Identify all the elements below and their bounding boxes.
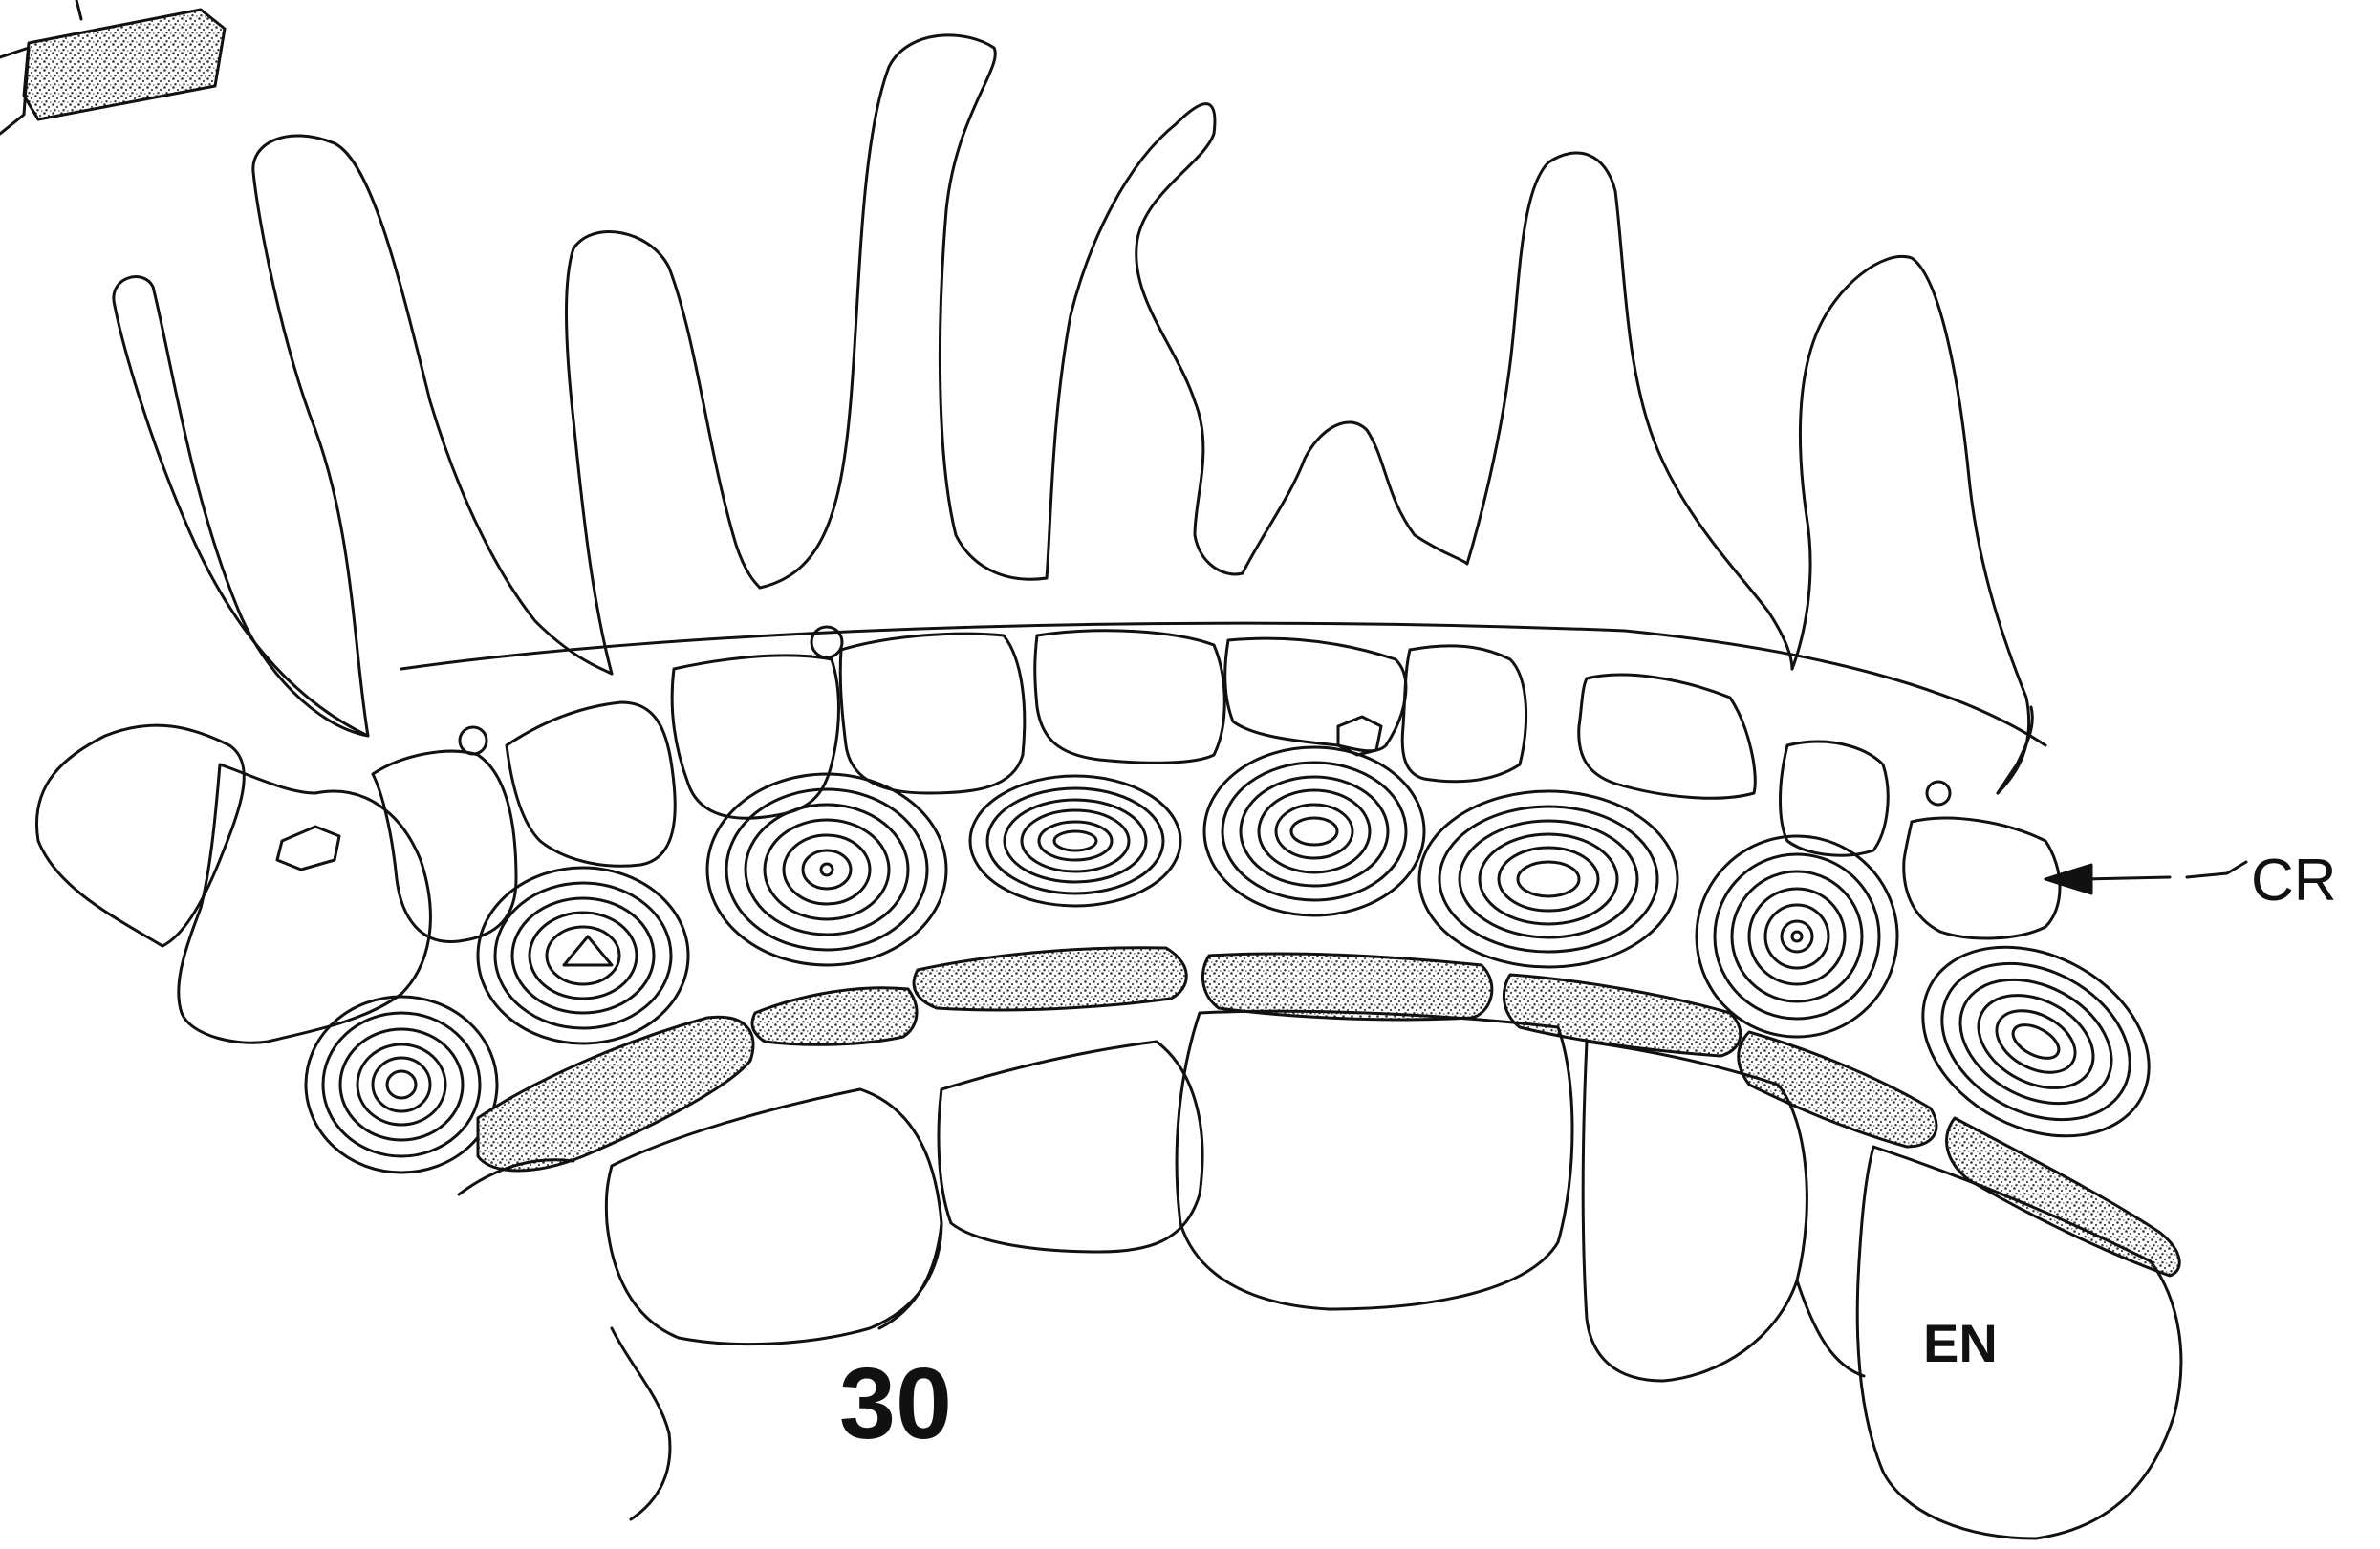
ring-cell xyxy=(970,776,1180,906)
ring-cell xyxy=(306,997,497,1173)
ring-cell xyxy=(1204,747,1424,915)
crystal xyxy=(277,827,339,870)
cell xyxy=(1781,742,1889,855)
papilla xyxy=(1792,256,2029,793)
cell xyxy=(1177,1011,1572,1309)
label-cr: CR xyxy=(2251,848,2337,914)
cell xyxy=(1402,646,1525,782)
label-en: EN xyxy=(1923,1313,1998,1373)
stippled-cell xyxy=(752,988,917,1045)
crystal xyxy=(460,727,487,754)
cell xyxy=(1035,631,1225,763)
papilla xyxy=(1467,153,1792,669)
crystal xyxy=(1927,782,1950,805)
small-crystals xyxy=(277,627,1950,870)
cell xyxy=(373,751,516,941)
stippled-cell xyxy=(1947,1118,2180,1276)
ring-cell xyxy=(478,868,688,1043)
papilla xyxy=(114,277,368,736)
stippled-cell xyxy=(1202,954,1491,1020)
epidermal-papillae xyxy=(114,35,2032,793)
cell xyxy=(179,764,431,1043)
stippled-cell xyxy=(914,948,1186,1010)
endosperm-cells xyxy=(459,1011,2181,1538)
papilla xyxy=(760,35,1047,588)
papilla xyxy=(567,232,761,674)
figure-number: 30 xyxy=(839,1347,952,1460)
ring-cell xyxy=(1419,791,1677,967)
papilla xyxy=(1243,422,1467,573)
ring-cell xyxy=(1697,836,1897,1037)
cell xyxy=(507,702,675,866)
cell xyxy=(1579,675,1756,798)
cell xyxy=(939,1042,1202,1252)
papilla xyxy=(253,136,612,736)
cell xyxy=(606,1089,941,1345)
stippled-cell xyxy=(1504,975,1740,1056)
corner-fragment-cells xyxy=(0,0,225,134)
stippled-cell xyxy=(1739,1032,1936,1147)
cell xyxy=(1904,818,2060,938)
cell xyxy=(840,634,1025,793)
cr-arrow xyxy=(2045,862,2246,893)
ring-cell xyxy=(707,774,946,965)
papilla xyxy=(1047,104,1243,578)
